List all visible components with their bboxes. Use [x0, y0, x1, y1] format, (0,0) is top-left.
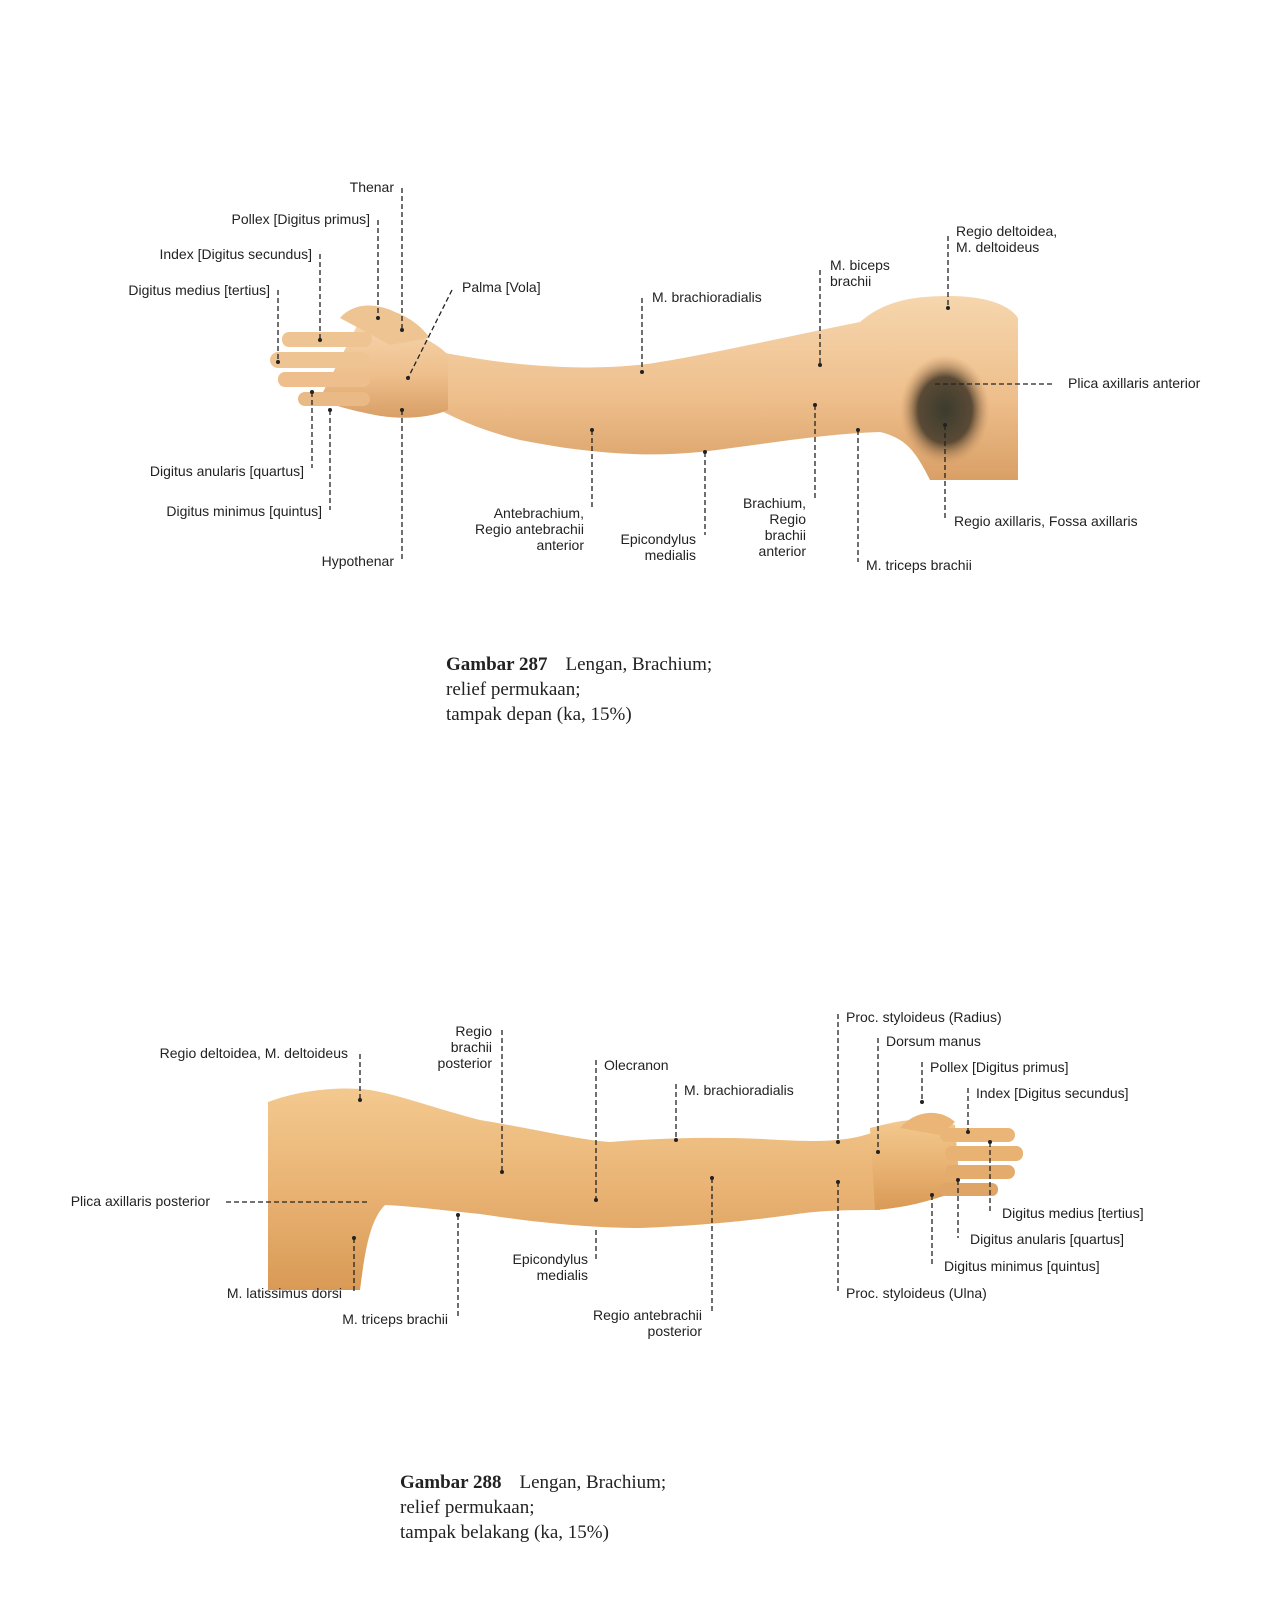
label-epicondylus-1: Epicondylus — [513, 1251, 589, 1267]
label-deltoidea: Regio deltoidea, M. deltoideus — [160, 1045, 348, 1061]
leader-lines-288 — [226, 1014, 991, 1318]
label-digitus-minimus: Digitus minimus [quintus] — [944, 1258, 1100, 1274]
label-regio-brachii-3: posterior — [438, 1055, 493, 1071]
thumb — [340, 305, 430, 345]
leader-dots-287 — [276, 306, 950, 454]
label-biceps-1: M. biceps — [830, 257, 890, 273]
label-antebrachium-1: Antebrachium, — [494, 505, 584, 521]
label-digitus-medius: Digitus medius [tertius] — [1002, 1205, 1144, 1221]
label-plica-axillaris-anterior: Plica axillaris anterior — [1068, 375, 1201, 391]
label-latissimus: M. latissimus dorsi — [227, 1285, 342, 1301]
shoulder-and-arm — [268, 1088, 880, 1290]
label-index: Index [Digitus secundus] — [159, 246, 312, 262]
label-regio-antebrachii-1: Regio antebrachii — [593, 1307, 702, 1323]
thumb — [900, 1112, 955, 1135]
caption-287-line3: tampak depan (ka, 15%) — [446, 704, 632, 725]
caption-287-number: Gambar 287 — [446, 654, 548, 675]
label-brachium-1: Brachium, — [743, 495, 806, 511]
figure-287-caption: Gambar 287 Lengan, Brachium; relief permu… — [446, 652, 712, 727]
caption-288-number: Gambar 288 — [400, 1472, 502, 1493]
label-regio-antebrachii-2: posterior — [648, 1323, 703, 1339]
label-biceps-2: brachii — [830, 273, 871, 289]
label-index: Index [Digitus secundus] — [976, 1085, 1129, 1101]
label-digitus-minimus: Digitus minimus [quintus] — [166, 503, 322, 519]
finger-middle — [945, 1146, 1023, 1161]
finger-little — [940, 1183, 998, 1196]
label-triceps: M. triceps brachii — [342, 1311, 448, 1327]
finger-little — [298, 392, 370, 406]
caption-288-line3: tampak belakang (ka, 15%) — [400, 1522, 609, 1543]
label-dorsum-manus: Dorsum manus — [886, 1033, 981, 1049]
label-regio-brachii-2: brachii — [451, 1039, 492, 1055]
finger-ring — [278, 372, 370, 387]
label-antebrachium-2: Regio antebrachii — [475, 521, 584, 537]
label-brachium-2: Regio — [769, 511, 806, 527]
label-pollex: Pollex [Digitus primus] — [232, 211, 371, 227]
figure-288-caption: Gambar 288 Lengan, Brachium; relief permu… — [400, 1470, 666, 1545]
label-deltoidea-1: Regio deltoidea, — [956, 223, 1057, 239]
figure-287-diagram: Thenar Pollex [Digitus primus] Index [Di… — [128, 179, 1200, 573]
finger-index — [282, 332, 372, 347]
label-deltoidea-2: M. deltoideus — [956, 239, 1039, 255]
figure-288-diagram: Regio deltoidea, M. deltoideus Regio bra… — [71, 1009, 1144, 1339]
label-digitus-anularis: Digitus anularis [quartus] — [150, 463, 304, 479]
label-brachioradialis: M. brachioradialis — [652, 289, 762, 305]
label-thenar: Thenar — [350, 179, 395, 195]
label-epicondylus-1: Epicondylus — [621, 531, 697, 547]
label-digitus-anularis: Digitus anularis [quartus] — [970, 1231, 1124, 1247]
label-epicondylus-2: medialis — [645, 547, 696, 563]
labels-288: Regio deltoidea, M. deltoideus Regio bra… — [71, 1009, 1144, 1339]
label-regio-brachii-1: Regio — [455, 1023, 492, 1039]
label-pollex: Pollex [Digitus primus] — [930, 1059, 1069, 1075]
arm-posterior-illustration — [268, 1088, 1023, 1290]
finger-middle — [270, 352, 370, 368]
label-olecranon: Olecranon — [604, 1057, 669, 1073]
caption-287-line2: relief permukaan; — [446, 679, 581, 700]
labels-287: Thenar Pollex [Digitus primus] Index [Di… — [128, 179, 1200, 573]
label-axillaris: Regio axillaris, Fossa axillaris — [954, 513, 1138, 529]
label-brachioradialis: M. brachioradialis — [684, 1082, 794, 1098]
label-proc-styloideus-radius: Proc. styloideus (Radius) — [846, 1009, 1002, 1025]
label-plica-axillaris-posterior: Plica axillaris posterior — [71, 1193, 211, 1209]
label-antebrachium-3: anterior — [537, 537, 585, 553]
forearm-and-upper-arm — [440, 296, 1018, 480]
finger-index — [940, 1128, 1015, 1142]
arm-anterior-illustration — [270, 296, 1018, 480]
hand-dorsum — [870, 1119, 960, 1210]
label-hypothenar: Hypothenar — [322, 553, 395, 569]
caption-288-line1: Lengan, Brachium; — [519, 1472, 667, 1493]
caption-287-line1: Lengan, Brachium; — [565, 654, 713, 675]
axilla-shadow — [900, 355, 990, 465]
leader-lines-287 — [277, 188, 1052, 562]
label-triceps: M. triceps brachii — [866, 557, 972, 573]
leader-dots-288 — [352, 1098, 992, 1240]
caption-288-line2: relief permukaan; — [400, 1497, 535, 1518]
label-proc-styloideus-ulna: Proc. styloideus (Ulna) — [846, 1285, 987, 1301]
label-brachium-4: anterior — [759, 543, 807, 559]
label-digitus-medius: Digitus medius [tertius] — [128, 282, 270, 298]
label-palma: Palma [Vola] — [462, 279, 541, 295]
finger-ring — [945, 1165, 1015, 1179]
label-brachium-3: brachii — [765, 527, 806, 543]
label-epicondylus-2: medialis — [537, 1267, 588, 1283]
